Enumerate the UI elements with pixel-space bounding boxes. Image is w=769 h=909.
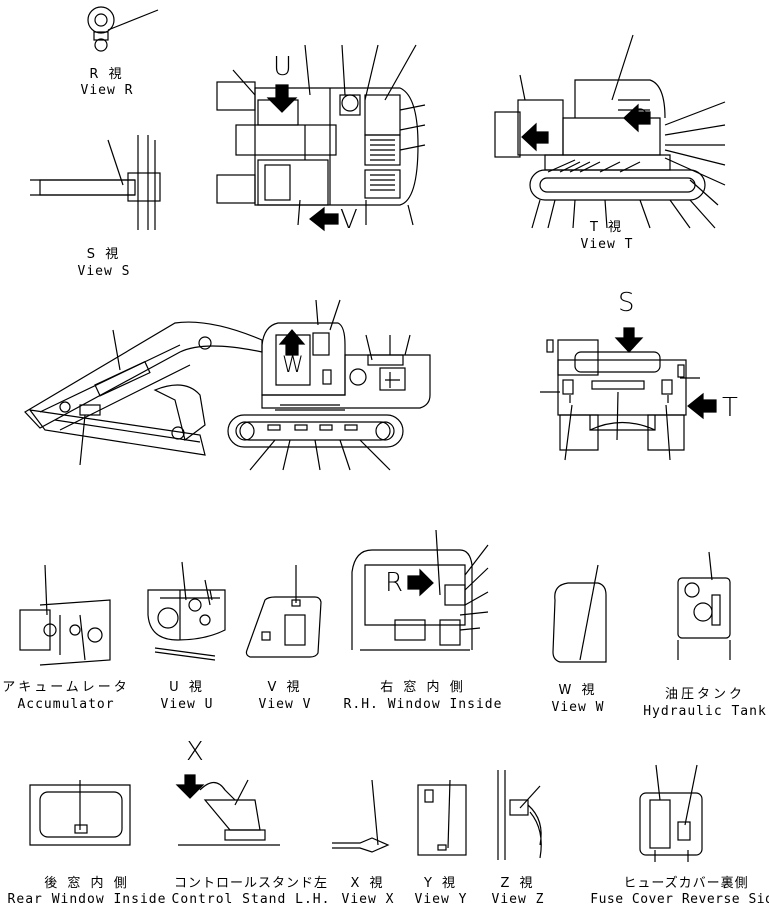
caption-view-s-en: View S xyxy=(77,264,131,279)
caption-view-z-en: View Z xyxy=(491,892,545,907)
caption-view-x-jp: X 視 xyxy=(350,876,386,891)
view-t-drawing xyxy=(494,34,726,229)
control-stand-drawing xyxy=(178,779,280,846)
arrow-w xyxy=(278,329,306,356)
caption-view-v-en: View V xyxy=(258,697,312,712)
arrow-r xyxy=(407,568,434,597)
caption-hyd-tank-jp: 油圧タンク xyxy=(664,687,746,702)
caption-control-stand-jp: コントロールスタンド左 xyxy=(173,876,329,891)
caption-fuse-cover-jp: ヒューズカバー裏側 xyxy=(623,876,749,891)
arrow-t xyxy=(687,392,717,420)
label-letter-v: V xyxy=(340,205,358,235)
caption-rear-window-en: Rear Window Inside xyxy=(7,892,167,907)
caption-view-r-jp: R 視 xyxy=(89,67,125,82)
caption-view-t-en: View T xyxy=(580,237,634,252)
arrow-s xyxy=(614,327,644,353)
rear-window-drawing xyxy=(29,780,131,846)
view-s-drawing xyxy=(30,135,161,230)
label-letter-s: S xyxy=(618,288,635,318)
rear-view xyxy=(540,339,700,461)
arrow-x xyxy=(175,774,205,799)
caption-view-z-jp: Z 視 xyxy=(500,876,536,891)
view-w-drawing xyxy=(552,564,607,663)
label-letter-w: W xyxy=(282,353,304,378)
view-x-drawing xyxy=(332,779,390,853)
caption-rear-window-jp: 後 窓 内 側 xyxy=(44,876,130,891)
caption-view-s-jp: S 視 xyxy=(86,247,122,262)
caption-rh-window-jp: 右 窓 内 側 xyxy=(380,680,466,695)
caption-view-v-jp: V 視 xyxy=(267,680,303,695)
view-y-drawing xyxy=(417,779,467,856)
fuse-cover-drawing xyxy=(639,764,703,862)
top-plan-view xyxy=(216,44,426,226)
accumulator-drawing xyxy=(19,564,111,666)
caption-view-w-jp: W 視 xyxy=(558,683,598,698)
caption-accumulator-jp: アキュームレータ xyxy=(2,680,130,695)
caption-hyd-tank-en: Hydraulic Tank xyxy=(643,704,767,719)
caption-view-y-en: View Y xyxy=(414,892,468,907)
caption-view-w-en: View W xyxy=(551,700,605,715)
rh-window-drawing xyxy=(351,529,489,651)
caption-rh-window-en: R.H. Window Inside xyxy=(343,697,503,712)
view-u-drawing xyxy=(147,561,226,661)
excavator-side-view xyxy=(24,299,431,471)
view-v-drawing xyxy=(245,565,322,658)
label-letter-x: X xyxy=(186,737,204,767)
arrow-view-t-right xyxy=(623,103,651,133)
hydraulic-tank-drawing xyxy=(677,551,731,660)
caption-view-y-jp: Y 視 xyxy=(423,876,459,891)
label-letter-u: U xyxy=(273,52,293,82)
caption-view-u-en: View U xyxy=(160,697,214,712)
caption-control-stand-en: Control Stand L.H. xyxy=(171,892,331,907)
caption-view-t-jp: T 視 xyxy=(589,220,625,235)
caption-accumulator-en: Accumulator xyxy=(17,697,115,712)
caption-fuse-cover-en: Fuse Cover Reverse Side xyxy=(590,892,769,907)
view-r-drawing xyxy=(87,6,159,52)
view-z-drawing xyxy=(497,770,542,860)
arrow-view-t-left xyxy=(521,122,549,152)
arrow-u xyxy=(266,84,298,113)
arrow-v xyxy=(309,206,339,232)
label-letter-t: T xyxy=(722,393,738,423)
caption-view-r-en: View R xyxy=(80,83,134,98)
label-letter-r: R xyxy=(385,568,404,598)
caption-view-x-en: View X xyxy=(341,892,395,907)
caption-view-u-jp: U 視 xyxy=(169,680,205,695)
